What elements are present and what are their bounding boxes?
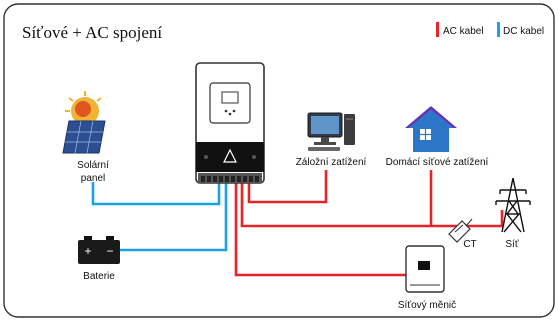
grid-label: Síť: [505, 239, 518, 250]
dc-cables: [91, 182, 228, 252]
ct-clamp-icon: [448, 218, 473, 243]
battery-dc-cable: [120, 183, 228, 252]
computer-icon: [307, 112, 355, 151]
backup-load-ac-cable: [247, 170, 328, 204]
legend-ac-label: AC kabel: [443, 26, 484, 37]
diagram-title: Síťové + AC spojení: [22, 23, 162, 42]
solar-panel-icon: [62, 91, 106, 154]
solar-label-line-1: Solární: [77, 160, 109, 171]
svg-text:−: −: [106, 244, 113, 258]
grid-ac-cable: [240, 183, 504, 228]
legend-ac-swatch: [436, 22, 439, 37]
solar-label-line-2: panel: [81, 173, 105, 184]
hybrid-inverter-icon: [195, 62, 265, 184]
grid-inverter-ac-cable: [234, 183, 410, 277]
legend-dc-swatch: [497, 22, 500, 37]
svg-text:+: +: [84, 244, 91, 258]
battery-label: Baterie: [83, 271, 115, 282]
ct-label: CT: [463, 239, 476, 250]
legend-dc-label: DC kabel: [503, 26, 544, 37]
solar-dc-cable: [91, 182, 221, 206]
grid-inverter-icon: [405, 245, 445, 293]
home-load-label: Domácí síťové zatížení: [386, 157, 489, 168]
grid-inverter-label: Síťový měnič: [398, 300, 456, 311]
backup-load-label: Záložní zatížení: [296, 157, 367, 168]
legend: AC kabel DC kabel: [436, 22, 544, 37]
ac-cables: [234, 170, 504, 277]
diagram-frame: [3, 3, 555, 318]
battery-icon: + −: [78, 236, 120, 264]
transmission-tower-icon: [495, 177, 531, 233]
house-icon: [405, 106, 457, 152]
